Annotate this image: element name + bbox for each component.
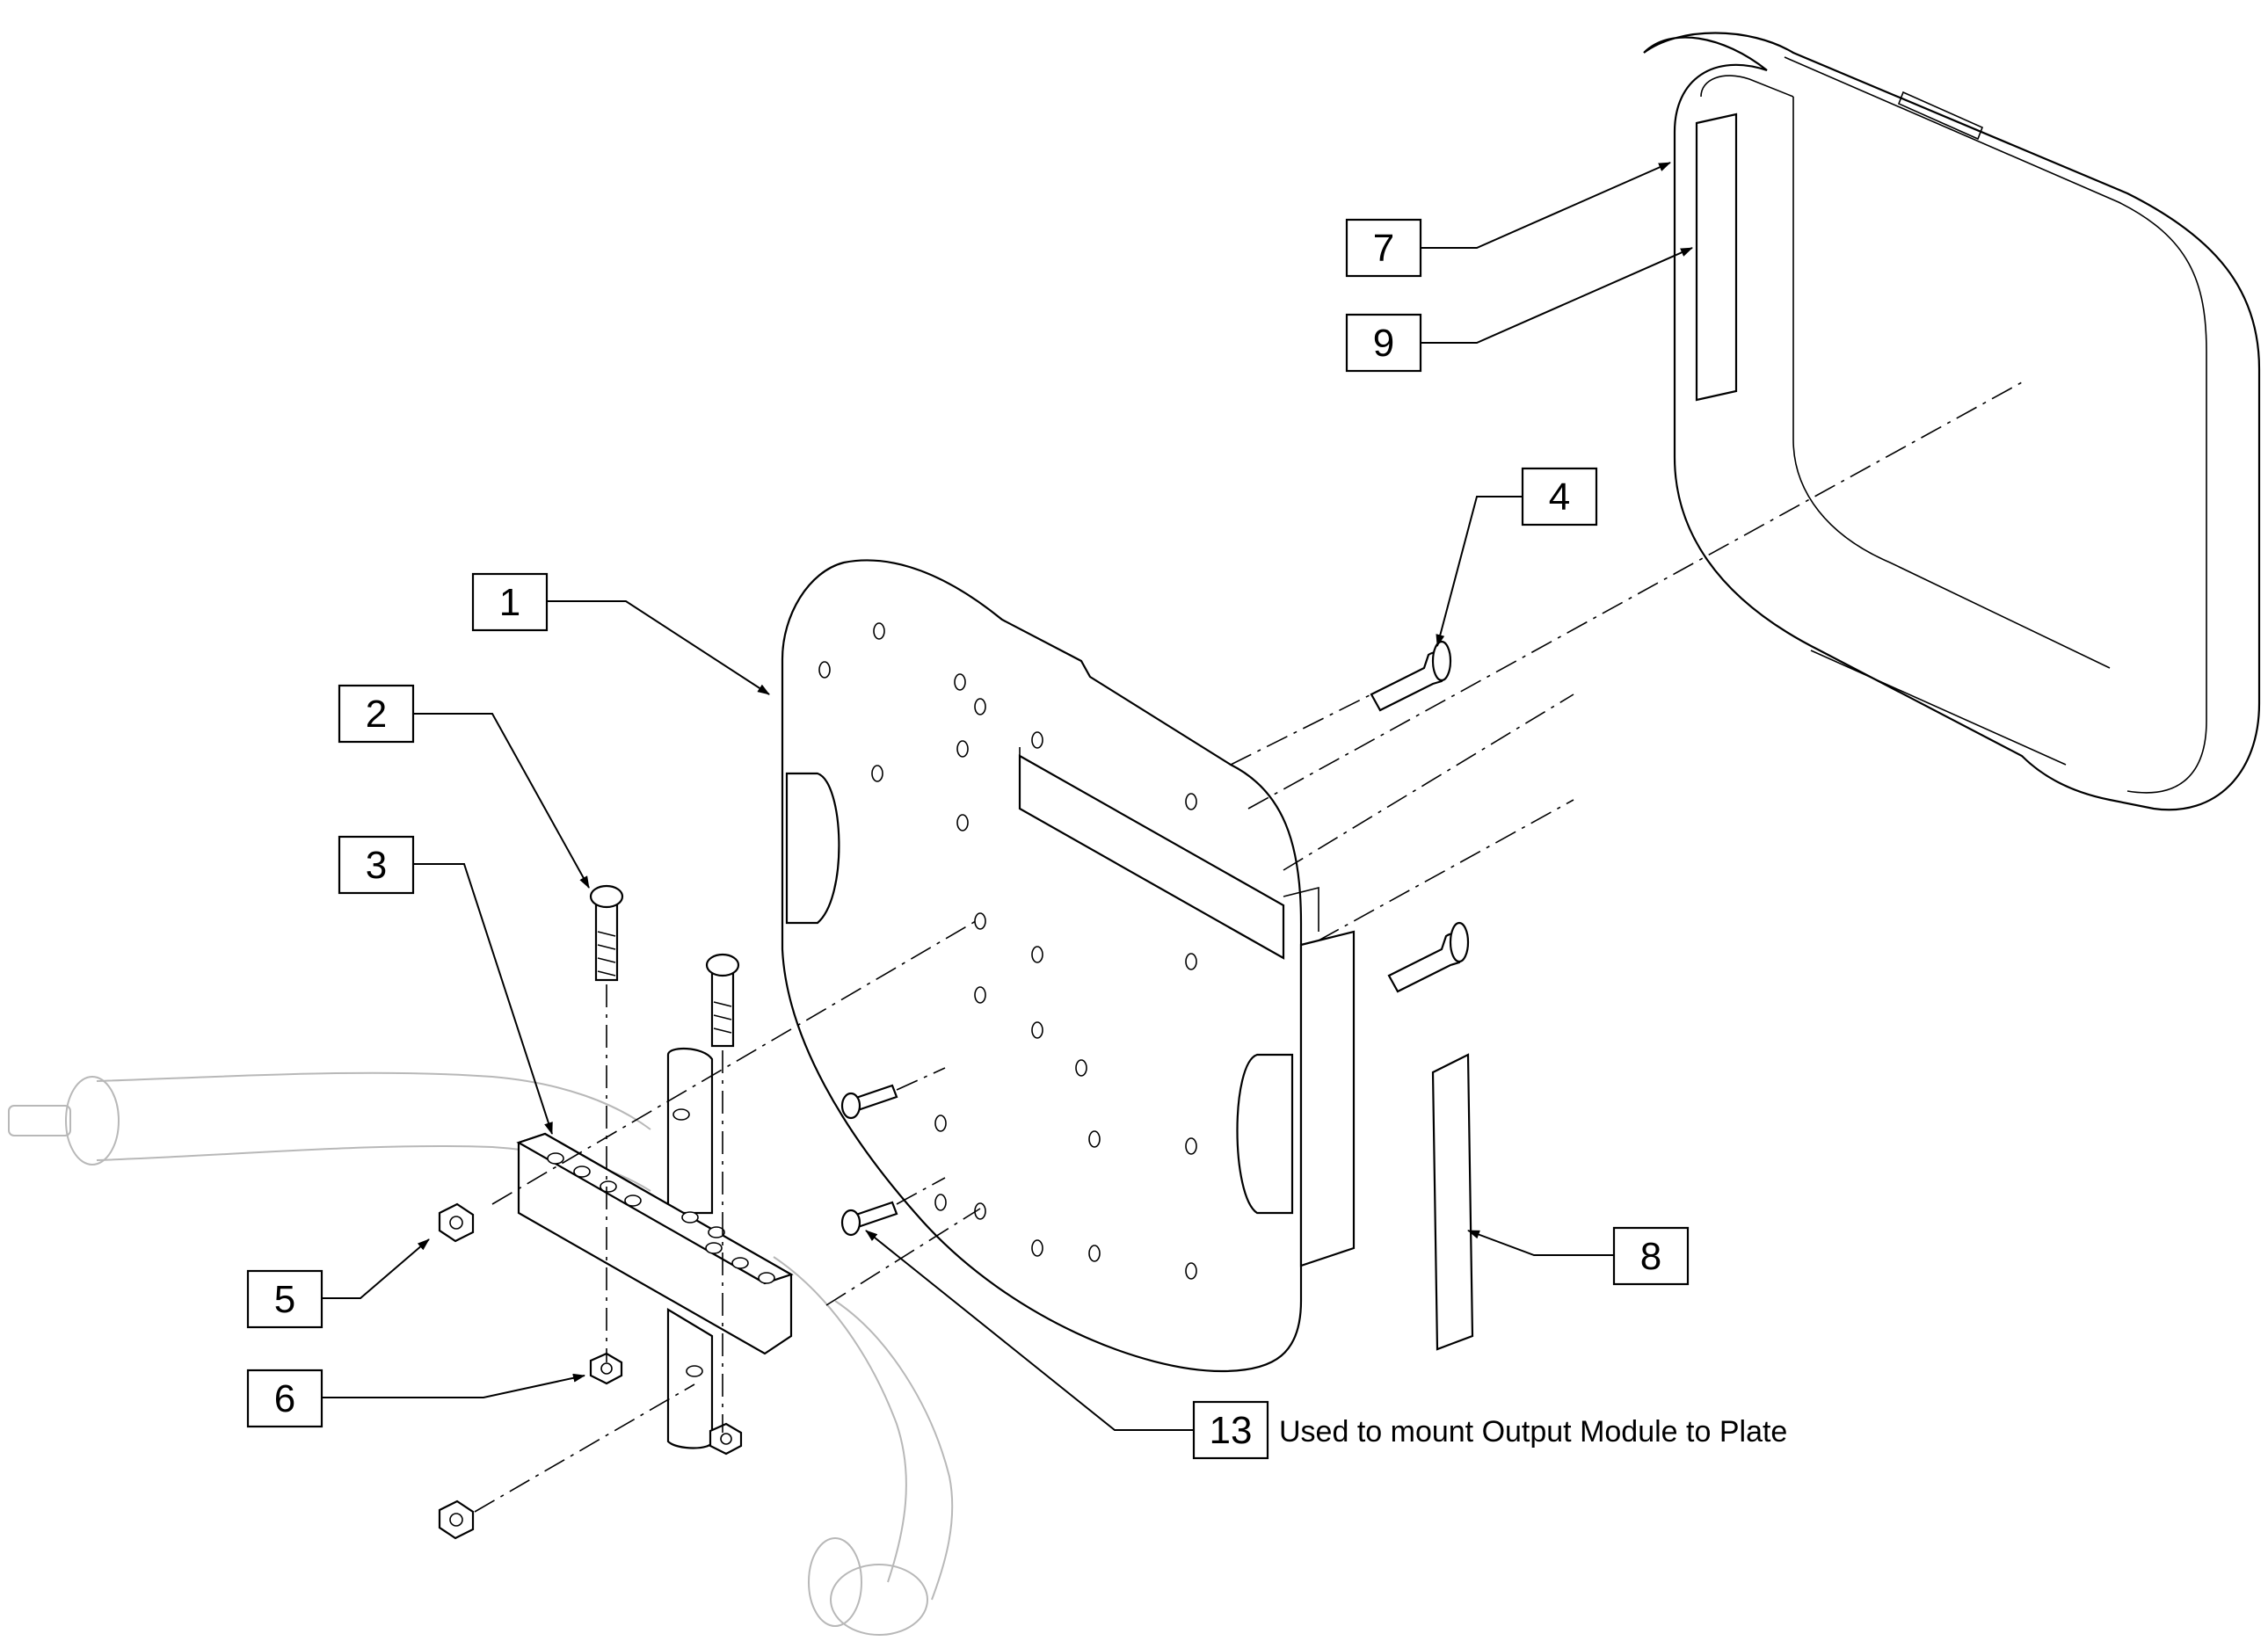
callout-13-note: Used to mount Output Module to Plate	[1279, 1415, 1787, 1449]
armrest-tube-ghost	[8, 1071, 954, 1636]
bracket-hole	[681, 1211, 699, 1223]
plate-hole	[934, 1115, 947, 1132]
plate-hole	[1185, 1262, 1197, 1280]
plate-holes	[818, 622, 1197, 1280]
callout-label-4: 4	[1549, 476, 1570, 519]
callout-label-7: 7	[1373, 227, 1394, 270]
bracket	[516, 1047, 794, 1449]
callout-label-9: 9	[1373, 322, 1394, 365]
pan-head-screw-lower	[840, 1201, 898, 1237]
bracket-hole	[705, 1242, 723, 1254]
pan-head-screw-upper	[840, 1084, 898, 1120]
leader-lines	[322, 162, 1693, 1431]
callout-label-13: 13	[1210, 1409, 1253, 1452]
plate-hole	[873, 622, 885, 640]
callout-label-3: 3	[366, 844, 387, 887]
callout-4: 4	[1521, 467, 1598, 526]
cover-label-strip	[1695, 113, 1738, 402]
bracket-hole	[758, 1272, 775, 1284]
plate-hole	[1185, 953, 1197, 970]
flat-head-screw-upper	[1370, 640, 1452, 712]
plate-hole	[818, 661, 831, 679]
plate-hole	[974, 912, 986, 930]
assembly-lines	[474, 381, 2023, 1513]
callout-6: 6	[246, 1369, 323, 1428]
bracket-hole	[547, 1152, 564, 1165]
plate-hole	[934, 1194, 947, 1211]
plate-hole	[871, 765, 883, 782]
nut-lower-left	[438, 1499, 475, 1540]
bracket-hole	[686, 1365, 703, 1377]
plate-hole	[1075, 1059, 1087, 1077]
callout-label-6: 6	[274, 1377, 295, 1420]
callout-label-8: 8	[1640, 1235, 1661, 1278]
bracket-hole	[731, 1257, 749, 1269]
bracket-hole	[573, 1165, 591, 1178]
plate-cutout-left	[785, 772, 840, 925]
callout-9: 9	[1345, 313, 1422, 373]
plate-flange-right	[1299, 930, 1356, 1267]
plate-hole	[1031, 946, 1043, 963]
callout-2: 2	[338, 684, 415, 744]
callout-13: 13 Used to mount Output Module to Plate	[1192, 1400, 1787, 1460]
plate-hole	[974, 986, 986, 1004]
callout-label-2: 2	[366, 693, 387, 736]
flat-head-screw-lower	[1387, 921, 1470, 993]
plate-cutout-right	[1236, 1053, 1294, 1215]
plate-hole	[956, 814, 969, 831]
plate-hole	[1031, 731, 1043, 749]
callout-3: 3	[338, 835, 415, 895]
callout-7: 7	[1345, 218, 1422, 278]
plate-hole	[1185, 1137, 1197, 1155]
bracket-hole	[624, 1194, 642, 1207]
callout-8: 8	[1612, 1226, 1690, 1286]
plate-hole	[1088, 1130, 1101, 1148]
nut-bracket-bottom	[709, 1422, 743, 1456]
bracket-hole	[600, 1180, 617, 1193]
mounting-plate	[781, 559, 1356, 1373]
plate-hole	[954, 673, 966, 691]
bracket-hole	[708, 1226, 725, 1238]
callout-1: 1	[471, 572, 549, 632]
nut-5	[438, 1202, 475, 1243]
bracket-hole	[672, 1108, 690, 1121]
plate-hole	[1088, 1245, 1101, 1262]
nut-6	[589, 1352, 623, 1385]
callout-label-1: 1	[499, 581, 520, 624]
plate-hole	[956, 740, 969, 758]
plate-hole	[1185, 793, 1197, 810]
callout-label-5: 5	[274, 1278, 295, 1321]
plate-hole	[1031, 1021, 1043, 1039]
output-module-cover	[1643, 32, 2261, 811]
plate-hole	[974, 698, 986, 715]
socket-head-screw-long	[589, 884, 624, 982]
bracket-holes	[547, 1108, 775, 1377]
callout-5: 5	[246, 1269, 323, 1329]
velcro-strip	[1431, 1053, 1474, 1351]
plate-hole	[1031, 1239, 1043, 1257]
socket-head-screw-short	[705, 953, 740, 1048]
